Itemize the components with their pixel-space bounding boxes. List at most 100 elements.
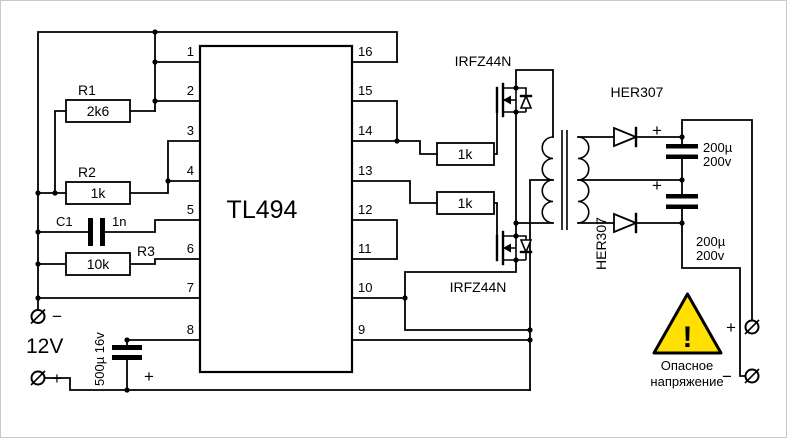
transformer-core-icon bbox=[561, 130, 568, 230]
junction-dot bbox=[513, 85, 519, 91]
wire-pos-bottom-rail bbox=[43, 377, 531, 391]
input-terminals: − 12V + bbox=[26, 307, 63, 388]
resistor-value: 10k bbox=[87, 256, 111, 272]
wire-c1-net bbox=[37, 219, 201, 233]
junction-dot bbox=[124, 337, 130, 343]
output-negative-sign: − bbox=[722, 367, 732, 386]
resistor-value: 1k bbox=[91, 185, 107, 201]
input-voltage-label: 12V bbox=[26, 335, 63, 358]
junction-dot bbox=[35, 261, 41, 267]
transformer bbox=[541, 130, 590, 230]
output-positive-sign: + bbox=[726, 318, 736, 337]
ic-label: TL494 bbox=[227, 196, 298, 224]
capacitor-plate bbox=[88, 218, 93, 246]
ic-tl494: TL494 1 2 3 4 5 6 7 8 16 15 14 13 12 11 … bbox=[187, 44, 372, 374]
wire-r3-net bbox=[37, 258, 201, 265]
junction-dot bbox=[35, 229, 41, 235]
wire-neg-rail-top bbox=[37, 31, 398, 311]
capacitor-value-v: 200v bbox=[703, 154, 732, 169]
junction-dot bbox=[35, 190, 41, 196]
mosfet-label: IRFZ44N bbox=[450, 279, 507, 295]
capacitor-input: 500µ 16v + bbox=[92, 332, 154, 386]
capacitor-plate bbox=[666, 144, 698, 149]
capacitor-output-bottom: + 200µ 200v bbox=[652, 176, 726, 263]
junction-dot bbox=[679, 134, 685, 140]
pin-number-3: 3 bbox=[187, 123, 194, 138]
capacitor-polarity: + bbox=[652, 121, 662, 140]
wire-midpoint bbox=[515, 111, 554, 237]
pin-number-9: 9 bbox=[358, 322, 365, 337]
warning-sign: ! Опасное напряжение bbox=[650, 292, 724, 389]
junction-dot bbox=[152, 98, 158, 104]
resistor-value: 2k6 bbox=[87, 103, 110, 119]
ic-body bbox=[198, 44, 354, 374]
junction-dot bbox=[513, 109, 519, 115]
junction-dot bbox=[679, 220, 685, 226]
junction-dot bbox=[394, 138, 400, 144]
capacitor-c1: C1 1n bbox=[56, 214, 126, 246]
diode-top: HER307 bbox=[611, 84, 664, 148]
input-positive-sign: + bbox=[52, 369, 62, 388]
pin-number-1: 1 bbox=[187, 44, 194, 59]
primary-winding-icon bbox=[541, 136, 554, 224]
mosfet-bottom: IRFZ44N bbox=[450, 230, 533, 295]
pin-number-8: 8 bbox=[187, 322, 194, 337]
junction-dot bbox=[35, 295, 41, 301]
capacitor-plate bbox=[112, 345, 142, 350]
junction-dot bbox=[527, 337, 533, 343]
capacitor-value: 1n bbox=[112, 214, 126, 229]
mosfet-bulk-arrow-icon bbox=[503, 243, 511, 253]
resistor-body bbox=[436, 142, 495, 166]
junction-dot bbox=[513, 233, 519, 239]
capacitor-value-v: 200v bbox=[696, 248, 725, 263]
capacitor-ref: C1 bbox=[56, 214, 73, 229]
resistor-ref: R2 bbox=[78, 164, 96, 180]
diode-icon bbox=[613, 212, 639, 234]
pin-number-10: 10 bbox=[358, 280, 372, 295]
resistor-value: 1k bbox=[458, 146, 474, 162]
resistor-r2: R2 1k bbox=[65, 164, 131, 205]
resistor-gate-bottom: 1k bbox=[436, 191, 495, 215]
wire-r1-net bbox=[54, 110, 156, 194]
mosfet-top: IRFZ44N bbox=[455, 53, 533, 118]
capacitor-value-uf: 200µ bbox=[696, 234, 726, 249]
junction-dot bbox=[124, 387, 130, 393]
warning-triangle-icon bbox=[652, 292, 723, 355]
resistor-ref: R3 bbox=[137, 243, 155, 259]
wire-pins12-11 bbox=[351, 219, 398, 260]
capacitor-plate bbox=[666, 204, 698, 209]
mosfet-label: IRFZ44N bbox=[455, 53, 512, 69]
terminal-slash-icon bbox=[744, 319, 760, 335]
wire-gate-bottom bbox=[493, 202, 498, 237]
capacitor-value: 500µ 16v bbox=[92, 332, 107, 386]
pin-number-11: 11 bbox=[358, 241, 372, 256]
body-diode-icon bbox=[519, 239, 533, 255]
pin-number-16: 16 bbox=[358, 44, 372, 59]
resistor-body bbox=[436, 191, 495, 215]
capacitor-plate bbox=[112, 355, 142, 360]
capacitor-plate bbox=[666, 194, 698, 199]
diode-label: HER307 bbox=[611, 84, 664, 100]
resistor-body bbox=[65, 99, 131, 123]
terminal-slash-icon bbox=[744, 368, 760, 384]
wire-pins15-14 bbox=[351, 100, 438, 155]
resistor-gate-top: 1k bbox=[436, 142, 495, 166]
junction-dot bbox=[513, 220, 519, 226]
secondary-winding-icon bbox=[577, 136, 590, 224]
capacitor-polarity: + bbox=[652, 176, 662, 195]
capacitor-plate bbox=[666, 154, 698, 159]
junction-dot bbox=[527, 327, 533, 333]
resistor-r1: R1 2k6 bbox=[65, 82, 131, 123]
diode-bottom: HER307 bbox=[593, 212, 639, 270]
resistor-ref: R1 bbox=[78, 82, 96, 98]
junction-dots bbox=[35, 29, 685, 393]
wire-center-tap bbox=[529, 179, 554, 391]
capacitor-output-top: + 200µ 200v bbox=[652, 121, 733, 169]
junction-dot bbox=[52, 190, 58, 196]
resistor-value: 1k bbox=[458, 195, 474, 211]
wire-q2-source bbox=[404, 259, 531, 331]
output-terminals: + − bbox=[722, 318, 760, 386]
pin-number-7: 7 bbox=[187, 280, 194, 295]
